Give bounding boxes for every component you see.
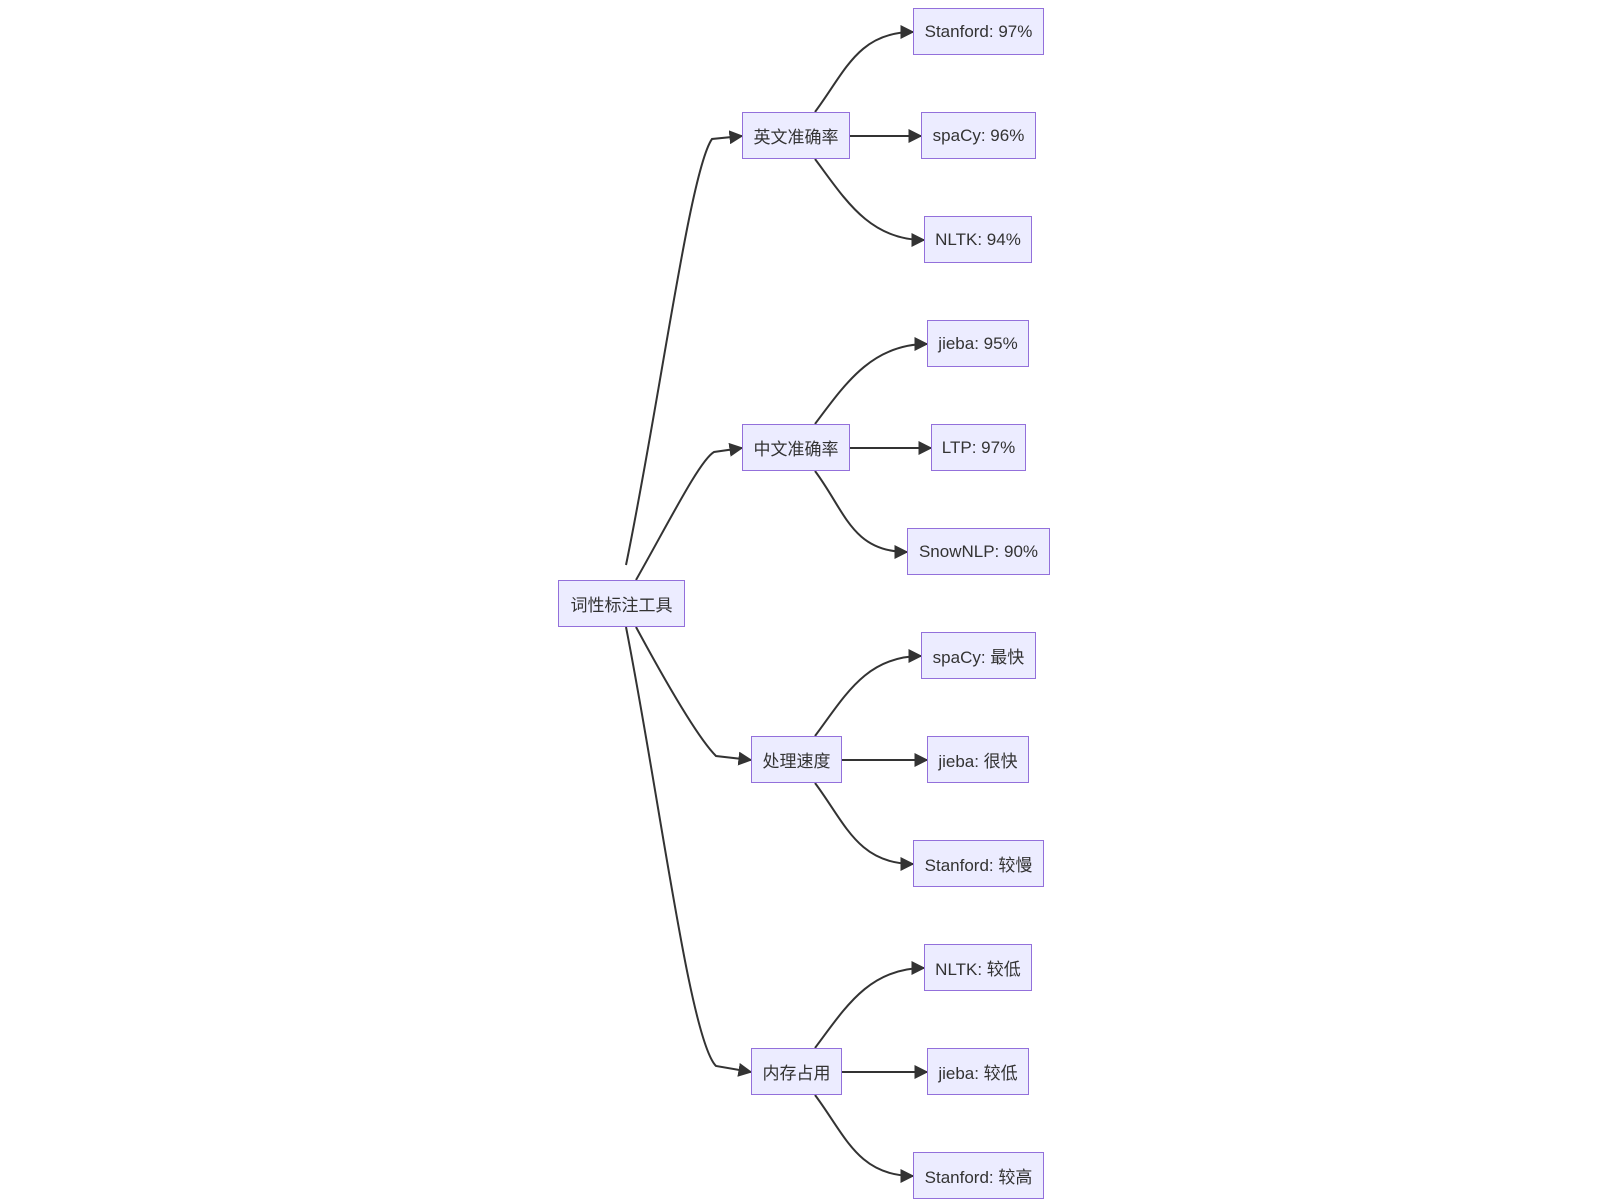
edge-category-to-leaf	[814, 961, 926, 1049]
leaf-node: spaCy: 96%	[921, 112, 1036, 159]
category-node-processing-speed: 处理速度	[751, 736, 842, 783]
leaf-node: LTP: 97%	[931, 424, 1026, 471]
edge-category-to-leaf	[814, 782, 915, 871]
leaf-node: spaCy: 最快	[921, 632, 1036, 679]
edge-root-to-category	[635, 626, 753, 766]
leaf-node: Stanford: 较慢	[913, 840, 1044, 887]
category-node-english-accuracy: 英文准确率	[742, 112, 850, 159]
leaf-node: jieba: 很快	[927, 736, 1029, 783]
leaf-node: SnowNLP: 90%	[907, 528, 1050, 575]
leaf-node: NLTK: 94%	[924, 216, 1032, 263]
leaf-node: Stanford: 97%	[913, 8, 1044, 55]
category-node-chinese-accuracy: 中文准确率	[742, 424, 850, 471]
edge-category-to-leaf	[814, 158, 926, 247]
leaf-node: NLTK: 较低	[924, 944, 1032, 991]
edge-category-to-leaf	[814, 649, 923, 737]
edge-category-to-leaf	[814, 25, 915, 113]
edge-root-to-category	[625, 130, 744, 566]
root-node: 词性标注工具	[558, 580, 685, 627]
leaf-node: jieba: 95%	[927, 320, 1029, 367]
edge-category-to-leaf	[814, 337, 929, 425]
edge-category-to-leaf	[814, 1094, 915, 1183]
leaf-node: jieba: 较低	[927, 1048, 1029, 1095]
edge-category-to-leaf	[814, 470, 909, 559]
leaf-node: Stanford: 较高	[913, 1152, 1044, 1199]
category-node-memory-usage: 内存占用	[751, 1048, 842, 1095]
edge-root-to-category	[635, 442, 744, 581]
edge-root-to-category	[625, 626, 753, 1077]
